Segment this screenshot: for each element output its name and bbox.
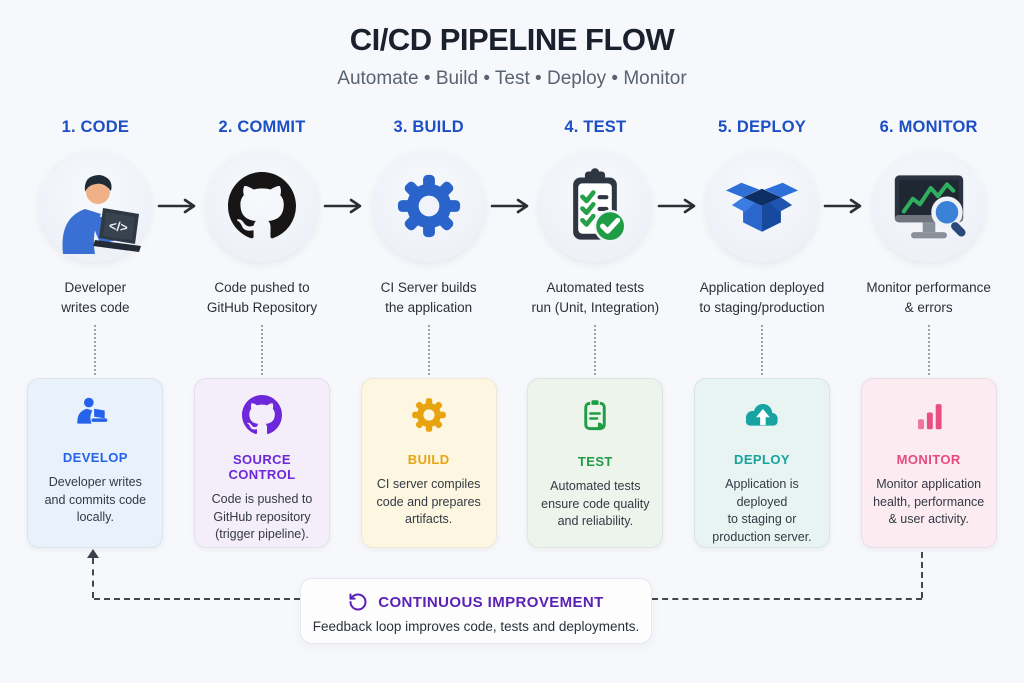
stage-circle: </>: [39, 150, 152, 262]
github-logo-icon: [241, 395, 282, 435]
gear-icon: [411, 398, 446, 432]
stage-circle: [205, 150, 318, 262]
open-box-icon: [725, 182, 799, 232]
github-logo-icon: [227, 172, 296, 239]
card-deploy: DEPLOY Application is deployed to stagin…: [693, 378, 830, 548]
stage-label: 4. TEST: [564, 118, 627, 136]
card-title: TEST: [577, 454, 613, 469]
stage-circle: [872, 150, 985, 262]
developer-illustration: </>: [62, 175, 142, 254]
card-test: TEST Automated tests ensure code quality…: [527, 378, 664, 548]
feedback-dashed-line: [94, 598, 300, 600]
feedback-title: CONTINUOUS IMPROVEMENT: [378, 593, 604, 611]
feedback-dashed-line: [92, 558, 94, 598]
card-title: DEVELOP: [62, 450, 128, 465]
card-description: Application is deployed to staging or pr…: [712, 477, 812, 544]
card-monitor: MONITOR Monitor application health, perf…: [860, 378, 997, 548]
feedback-description: Feedback loop improves code, tests and d…: [312, 619, 640, 634]
dotted-connector: [594, 324, 597, 375]
stage-label: 1. CODE: [61, 118, 130, 136]
stage-description: Application deployed to staging/producti…: [699, 280, 825, 316]
card-source-control: SOURCE CONTROL Code is pushed to GitHub …: [193, 378, 330, 548]
stage-code: 1. CODE </> Developer writes code: [12, 118, 179, 375]
dotted-connector: [927, 324, 930, 375]
stage-label: 3. BUILD: [393, 118, 464, 136]
cloud-upload-icon: [745, 403, 778, 426]
stage-label: 2. COMMIT: [218, 118, 306, 136]
card-develop: DEVELOP Developer writes and commits cod…: [27, 378, 164, 548]
stage-circle: [372, 150, 485, 262]
stage-monitor: 6. MONITOR Monitor performance & errors: [845, 118, 1012, 375]
dotted-connector: [760, 324, 763, 375]
card-title: SOURCE CONTROL: [228, 452, 296, 482]
card-title: DEPLOY: [734, 452, 790, 467]
stage-card-row: DEVELOP Developer writes and commits cod…: [12, 378, 1012, 548]
page-subtitle: Automate • Build • Test • Deploy • Monit…: [337, 68, 687, 89]
stage-commit: 2. COMMIT Code pushed to GitHub Reposito…: [179, 118, 346, 375]
feedback-dashed-line: [921, 552, 923, 598]
stage-deploy: 5. DEPLOY Application deployed to stagin…: [679, 118, 846, 375]
pipeline-stage-row: 1. CODE </> Developer writes code 2. COM…: [12, 118, 1012, 375]
card-description: Developer writes and commits code locall…: [44, 475, 147, 524]
stage-circle: [539, 150, 652, 262]
flow-arrow-icon: [657, 198, 696, 214]
rotate-ccw-icon: [349, 593, 367, 611]
stage-description: Automated tests run (Unit, Integration): [531, 280, 660, 316]
card-description: Code is pushed to GitHub repository (tri…: [211, 492, 313, 541]
stage-label: 5. DEPLOY: [717, 118, 806, 136]
stage-test: 4. TEST Automated tests run (U: [512, 118, 679, 375]
card-title: BUILD: [407, 452, 450, 467]
clipboard-icon: [584, 398, 607, 431]
stage-circle: [705, 150, 818, 262]
flow-arrow-icon: [323, 198, 362, 214]
stage-label: 6. MONITOR: [879, 118, 978, 136]
card-description: Monitor application health, performance …: [873, 477, 985, 526]
checklist-clipboard-icon: [573, 168, 627, 243]
feedback-dashed-line: [652, 598, 922, 600]
svg-text:</>: </>: [109, 218, 130, 235]
page-title: CI/CD PIPELINE FLOW: [349, 22, 675, 57]
bar-chart-icon: [917, 404, 942, 430]
stage-description: Code pushed to GitHub Repository: [206, 280, 318, 316]
monitor-magnifier-icon: [894, 175, 966, 239]
gear-icon: [397, 174, 460, 238]
stage-description: Developer writes code: [61, 280, 130, 316]
dotted-connector: [94, 324, 97, 375]
stage-description: CI Server builds the application: [380, 280, 477, 316]
flow-arrow-icon: [823, 198, 862, 214]
card-build: BUILD CI server compiles code and prepar…: [360, 378, 497, 548]
continuous-improvement-box: CONTINUOUS IMPROVEMENT Feedback loop imp…: [300, 578, 652, 644]
stage-description: Monitor performance & errors: [866, 280, 991, 316]
developer-laptop-icon: [77, 397, 108, 424]
flow-arrow-icon: [157, 198, 196, 214]
card-title: MONITOR: [896, 452, 961, 467]
flow-arrow-icon: [490, 198, 529, 214]
card-description: CI server compiles code and prepares art…: [376, 477, 481, 526]
stage-build: 3. BUILD CI Server builds the applicatio…: [345, 118, 512, 375]
feedback-arrowhead-icon: [87, 549, 99, 558]
dotted-connector: [260, 324, 263, 375]
dotted-connector: [427, 324, 430, 375]
card-description: Automated tests ensure code quality and …: [541, 479, 650, 528]
